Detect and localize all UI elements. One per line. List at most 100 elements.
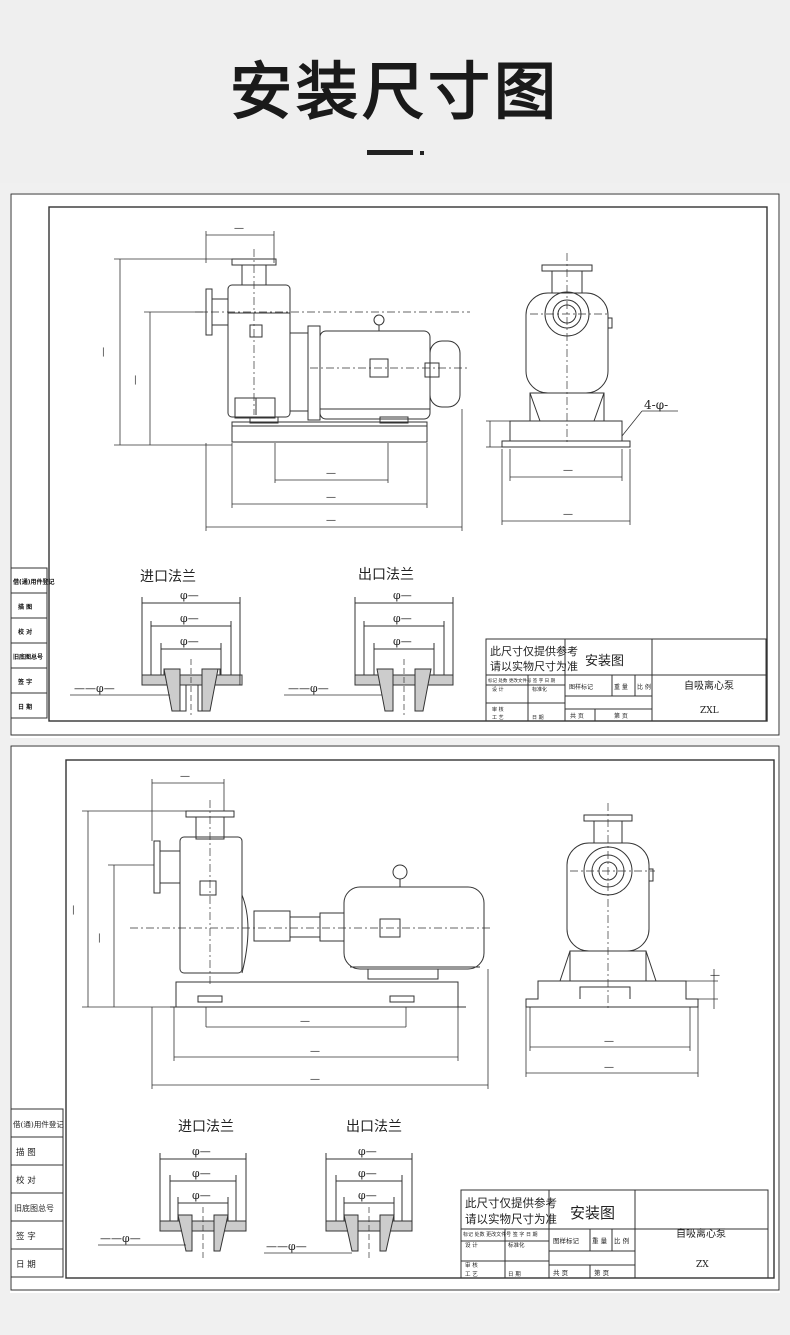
pump-front-view [195,249,470,443]
weight-label: 重 量 [592,1237,608,1245]
drawing-sheet-zx: 进口法兰 出口法兰 φ— φ— φ— ——φ— φ— φ— φ— ——φ— — … [10,745,780,1293]
dim-side-inner: — [563,465,573,476]
sheet-no-label: 第 页 [594,1268,610,1277]
pump-side-view [501,253,631,448]
side-cell-3: 校 对 [16,1175,36,1186]
review-label: 审 核 [492,706,504,713]
total-sheets-label: 共 页 [570,712,584,720]
inlet-phi-3: φ— [180,635,199,648]
inlet-phi-2: φ— [180,612,199,625]
side-cell-2: 描 图 [18,603,32,611]
bolt-hole-note: 4-φ- [644,398,668,412]
title-block [485,638,767,722]
product-name: 自吸离心泵 [684,679,734,692]
drawing-name: 安装图 [585,654,624,669]
sheet-no-label: 第 页 [614,712,628,720]
process-label: 工 艺 [465,1271,478,1278]
note-line-1: 此尺寸仅提供参考 [465,1196,557,1210]
dim-base-inner: — [326,468,336,479]
note-line-1: 此尺寸仅提供参考 [490,644,578,658]
side-cell-1: 借(通)用件登记 [12,578,55,586]
outlet-phi-3: φ— [393,635,412,648]
pump-front-view [130,800,490,1008]
dim-top: — [180,771,190,782]
side-cell-2: 描 图 [16,1147,36,1158]
dim-total-length: — [326,515,336,526]
inlet-phi-3: φ— [192,1189,211,1202]
standardize-label: 标准化 [508,1241,525,1249]
side-cell-1: 借(通)用件登记 [13,1119,64,1129]
product-name: 自吸离心泵 [676,1227,726,1240]
side-cell-5: 签 字 [16,1231,36,1242]
side-cell-5: 签 字 [17,678,32,686]
side-cell-4: 旧底图总号 [14,1203,54,1213]
review-label: 审 核 [465,1261,478,1269]
drawing-zxl-svg: 进口法兰 出口法兰 φ— φ— φ— ——φ— φ— φ— φ— ——φ— 4-… [10,193,780,736]
outlet-flange-label: 出口法兰 [358,567,414,583]
drawing-name: 安装图 [570,1204,615,1222]
drawing-zx-svg: 进口法兰 出口法兰 φ— φ— φ— ——φ— φ— φ— φ— ——φ— — … [10,745,780,1291]
note-line-2: 请以实物尺寸为准 [490,659,578,673]
mark-row: 标记 处数 更改文件号 签 字 日 期 [488,677,556,684]
stage-mark-label: 图样标记 [569,683,593,691]
front-view-dimensions [82,779,489,1089]
dim-side-inner: — [604,1036,614,1047]
side-view-dimensions [486,410,678,525]
outlet-flange-drawing [284,597,454,715]
side-cell-4: 旧底图总号 [13,653,43,661]
dim-height: — [68,905,79,915]
process-label: 工 艺 [492,715,504,721]
date-label: 日 期 [508,1271,521,1278]
outlet-phi-1: φ— [393,589,412,602]
outer-border [10,745,780,1291]
inlet-flange-label: 进口法兰 [140,569,196,585]
outlet-phi-1: φ— [358,1145,377,1158]
page-title: 安装尺寸图 [229,55,560,128]
mark-row: 标记 处数 更改文件号 签 字 日 期 [463,1231,538,1238]
inlet-flange-drawing [70,597,243,715]
front-view-dimensions [114,231,463,531]
inlet-flange-drawing [98,1153,247,1259]
dim-base-inner: — [300,1016,310,1027]
page-header: 安装尺寸图 [0,0,790,183]
title-underline [367,150,413,155]
note-line-2: 请以实物尺寸为准 [465,1212,557,1226]
scale-label: 比 例 [637,683,651,691]
dim-height: — [98,347,109,357]
dim-top: — [234,223,244,234]
title-underline-dot [420,151,424,155]
side-view-dimensions [525,969,718,1077]
dim-side-outer: — [604,1062,614,1073]
dim-base-outer: — [310,1046,320,1057]
inlet-flange-label: 进口法兰 [178,1119,234,1135]
outlet-phi-2: φ— [393,612,412,625]
design-label: 设 计 [465,1241,478,1249]
dim-inlet-height: — [130,375,141,385]
inlet-pipe-dim: ——φ— [100,1232,141,1245]
outlet-phi-3: φ— [358,1189,377,1202]
dim-side-height: — [710,970,720,981]
side-cell-3: 校 对 [18,628,32,636]
dim-inlet-height: — [94,933,105,943]
date-label: 日 期 [532,715,544,721]
stage-mark-label: 图样标记 [553,1236,580,1245]
side-cell-6: 日 期 [18,703,32,711]
weight-label: 重 量 [614,683,628,691]
inlet-pipe-dim: ——φ— [74,682,115,695]
drawing-code: ZXL [700,706,719,716]
dim-base-outer: — [326,492,336,503]
inlet-phi-1: φ— [180,589,199,602]
total-sheets-label: 共 页 [553,1268,569,1277]
outlet-flange-label: 出口法兰 [346,1119,402,1135]
title-block [460,1189,769,1279]
outlet-pipe-dim: ——φ— [266,1240,307,1253]
design-label: 设 计 [492,686,504,693]
scale-label: 比 例 [614,1236,629,1245]
outer-border [10,193,780,736]
dim-total-length: — [310,1074,320,1085]
inlet-phi-2: φ— [192,1167,211,1180]
side-cell-6: 日 期 [16,1260,36,1270]
outlet-phi-2: φ— [358,1167,377,1180]
inner-border [65,759,775,1279]
outlet-flange-drawing [264,1153,413,1259]
